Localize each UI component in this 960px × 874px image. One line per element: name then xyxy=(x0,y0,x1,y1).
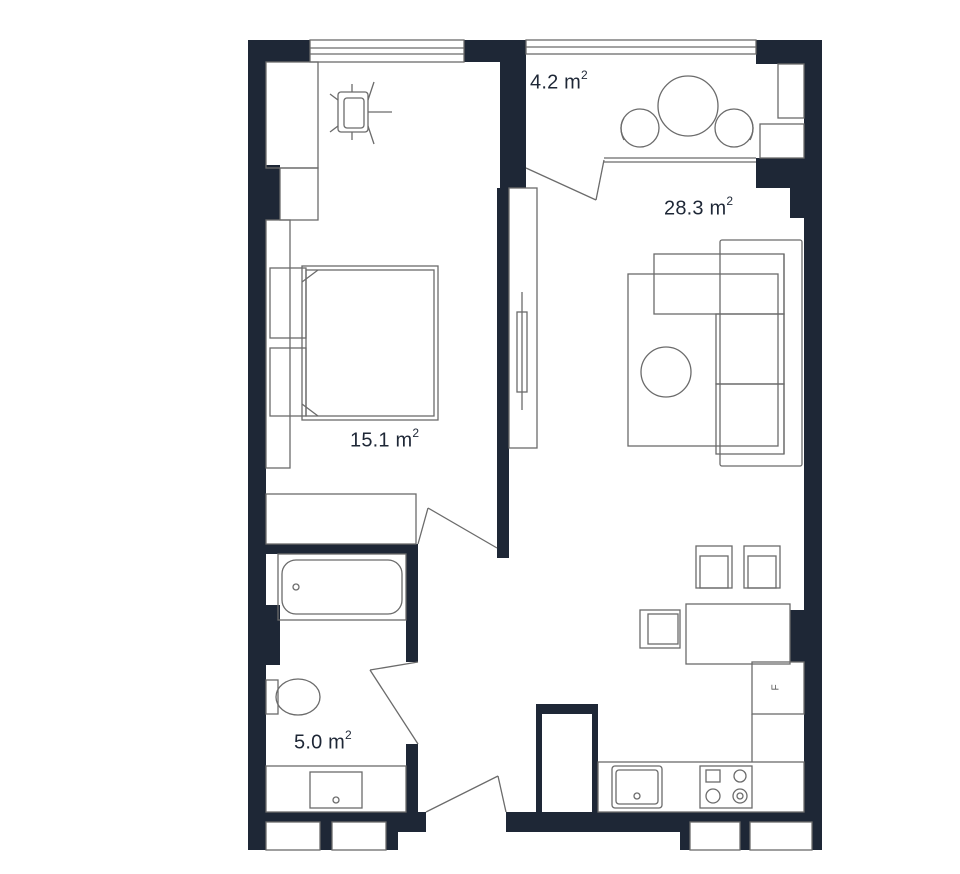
toilet-icon xyxy=(265,678,321,716)
dining-table-icon xyxy=(639,545,791,665)
fridge-label: F xyxy=(770,684,782,691)
bathtub-icon xyxy=(277,553,407,621)
bathroom xyxy=(265,553,507,813)
area-label-balcony: 4.2 m2 xyxy=(530,68,588,94)
sink-icon xyxy=(611,765,663,809)
double-bed-icon xyxy=(269,265,439,421)
bedroom xyxy=(265,61,498,549)
round-table-icon xyxy=(620,75,754,148)
stove-icon xyxy=(699,765,753,809)
balcony xyxy=(525,63,805,201)
kitchen xyxy=(597,661,805,813)
walls xyxy=(248,40,822,850)
living-room xyxy=(508,187,803,467)
area-label-bathroom: 5.0 m2 xyxy=(294,728,352,754)
sink-icon xyxy=(265,765,407,813)
windows xyxy=(265,39,813,851)
area-label-bedroom: 15.1 m2 xyxy=(350,426,420,452)
area-label-living: 28.3 m2 xyxy=(664,194,734,220)
sofa-icon xyxy=(653,239,803,467)
office-chair-icon xyxy=(329,81,392,145)
